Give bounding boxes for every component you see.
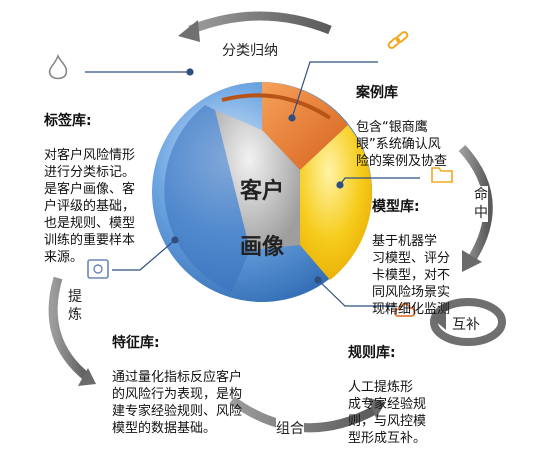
rule-lib-body: 人工提炼形 成专家经验规 则，与风控模 型形成互补。 [348, 380, 427, 446]
arrow-classify [188, 11, 332, 35]
fire-icon [48, 54, 68, 80]
model-lib-title: 模型库: [372, 199, 420, 215]
label-lib-title: 标签库: [44, 113, 92, 129]
feature-lib-title: 特征库: [112, 335, 160, 351]
sphere-core [215, 110, 300, 250]
sphere-orange-wedge [262, 82, 348, 170]
flow-label-refine: 提 炼 [68, 288, 82, 324]
feature-lib-body: 通过量化指标反应客户 的风险行为表现，是构 建专家经验规则、风险 模型的数据基础… [112, 370, 243, 436]
rule-lib-block: 规则库: 人工提炼形 成专家经验规 则，与风控模 型形成互补。 [348, 328, 468, 464]
folder-icon [431, 167, 453, 183]
connector-rule [317, 279, 395, 307]
arrow-hit [458, 144, 493, 265]
case-lib-block: 案例库 包含“银商鹰 眼”系统确认风 险的案例及协查 [356, 68, 476, 187]
sphere-inner-shadow [164, 105, 250, 292]
safe-icon [87, 259, 109, 279]
arrow-complement [430, 298, 506, 346]
flow-label-complement: 互补 [452, 317, 480, 333]
center-title: 客户 画像 [240, 150, 284, 290]
sphere-yellow-wedge [300, 125, 372, 280]
flow-label-hit: 命 中 [474, 186, 488, 222]
label-lib-block: 标签库: 对客户风险情形 进行分类标记。 是客户画像、客 户评级的基础， 也是规… [44, 96, 174, 283]
case-lib-title: 案例库 [356, 85, 398, 101]
cloud-icon [394, 303, 416, 317]
link-icon [387, 31, 409, 49]
diagram-canvas [48, 11, 506, 433]
sphere [152, 82, 372, 302]
feature-lib-block: 特征库: 通过量化指标反应客户 的风险行为表现，是构 建专家经验规则、风险 模型… [112, 318, 302, 454]
rule-lib-title: 规则库: [348, 345, 396, 361]
center-line2: 画像 [240, 235, 285, 260]
case-lib-body: 包含“银商鹰 眼”系统确认风 险的案例及协查 [356, 120, 448, 169]
center-line1: 客户 [240, 179, 285, 204]
arrow-refine [48, 276, 91, 382]
connector-case [291, 61, 378, 119]
model-lib-block: 模型库: 基于机器学 习模型、评分 卡模型，对不 同风险场景实 现精细化监测 [372, 182, 482, 335]
model-lib-body: 基于机器学 习模型、评分 卡模型，对不 同风险场景实 现精细化监测 [372, 234, 451, 317]
connector-feature [112, 239, 176, 271]
label-lib-body: 对客户风险情形 进行分类标记。 是客户画像、客 户评级的基础， 也是规则、模型 … [44, 148, 136, 265]
flow-label-classify: 分类归纳 [222, 40, 278, 60]
flow-label-combine: 组合 [276, 418, 304, 438]
